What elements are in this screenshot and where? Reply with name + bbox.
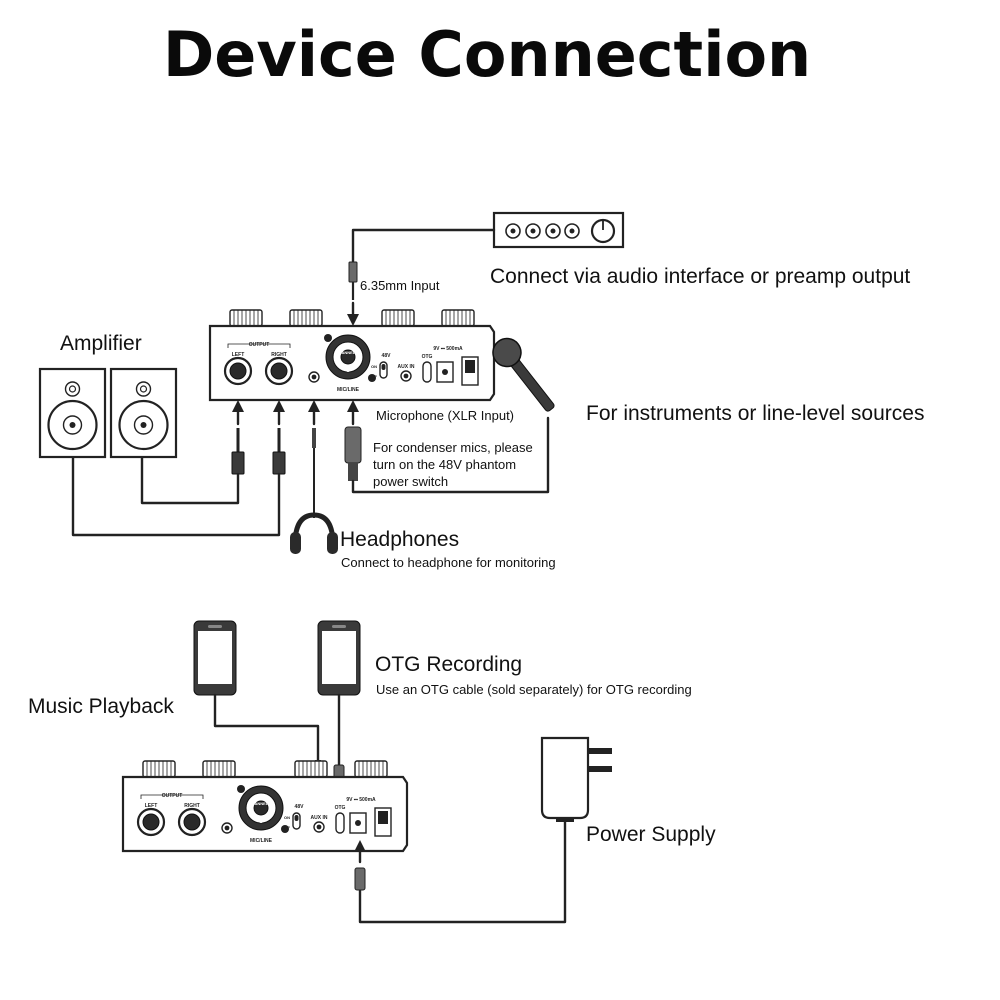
smartphone-icon [317, 620, 361, 696]
on-label: ON [371, 364, 377, 369]
amplifier-label: Amplifier [60, 332, 142, 355]
right-label: RIGHT [271, 352, 287, 358]
combo-label: CHANNEL IN [249, 801, 274, 806]
left-label: LEFT [232, 352, 245, 358]
dc-plug-icon [354, 867, 366, 891]
jack-plug-icon [348, 261, 358, 283]
power-adapter-icon [540, 736, 612, 822]
condenser-note-line2: turn on the 48V phantom [373, 457, 516, 472]
48v-label: 48V [382, 353, 392, 359]
microphone-cable [351, 416, 550, 494]
combo-label: CHANNEL IN [336, 350, 361, 355]
speaker-cable [71, 456, 281, 537]
interface-output-label: Connect via audio interface or preamp ou… [490, 265, 910, 288]
output-label: OUTPUT [249, 342, 270, 348]
output-label: OUTPUT [162, 793, 183, 799]
audio-interface-icon [492, 211, 625, 249]
headphones-label: Headphones [340, 528, 459, 551]
condenser-note-line1: For condenser mics, please [373, 440, 533, 455]
microphone-xlr-label: Microphone (XLR Input) [376, 408, 514, 423]
condenser-note-line3: power switch [373, 474, 448, 489]
otg-recording-label: OTG Recording [375, 653, 522, 676]
headphones-description: Connect to headphone for monitoring [341, 555, 556, 570]
48v-label: 48V [295, 804, 305, 810]
speaker-icon [38, 367, 107, 459]
otg-description: Use an OTG cable (sold separately) for O… [376, 682, 692, 697]
power-supply-label: Power Supply [586, 823, 716, 846]
input-cable [351, 228, 496, 264]
right-label: RIGHT [184, 803, 200, 809]
speaker-cable [140, 456, 240, 505]
power-rating-label: 9V ⎓ 500mA [433, 346, 463, 352]
jack-plug-icon [231, 428, 245, 475]
off-label: OFF [369, 374, 378, 379]
left-label: LEFT [145, 803, 158, 809]
aux-in-label: AUX IN [311, 815, 328, 821]
microphone-icon [492, 337, 555, 412]
input-635-label: 6.35mm Input [360, 278, 440, 293]
instruments-label: For instruments or line-level sources [586, 402, 924, 425]
off-label: OFF [282, 825, 291, 830]
jack-plug-icon [272, 428, 286, 475]
mic-line-label: MIC/LINE [337, 387, 360, 393]
playback-cable [213, 693, 320, 762]
xlr-plug-icon [344, 426, 362, 481]
otg-label: OTG [335, 805, 346, 811]
aux-in-label: AUX IN [398, 364, 415, 370]
otg-label: OTG [422, 354, 433, 360]
speaker-icon [109, 367, 178, 459]
music-playback-label: Music Playback [28, 695, 174, 718]
page-title: Device Connection [163, 18, 811, 91]
on-label: ON [284, 815, 290, 820]
power-cable [358, 820, 567, 924]
headphones-icon [290, 512, 338, 554]
power-rating-label: 9V ⎓ 500mA [346, 797, 376, 803]
mic-line-label: MIC/LINE [250, 838, 273, 844]
smartphone-icon [193, 620, 237, 696]
